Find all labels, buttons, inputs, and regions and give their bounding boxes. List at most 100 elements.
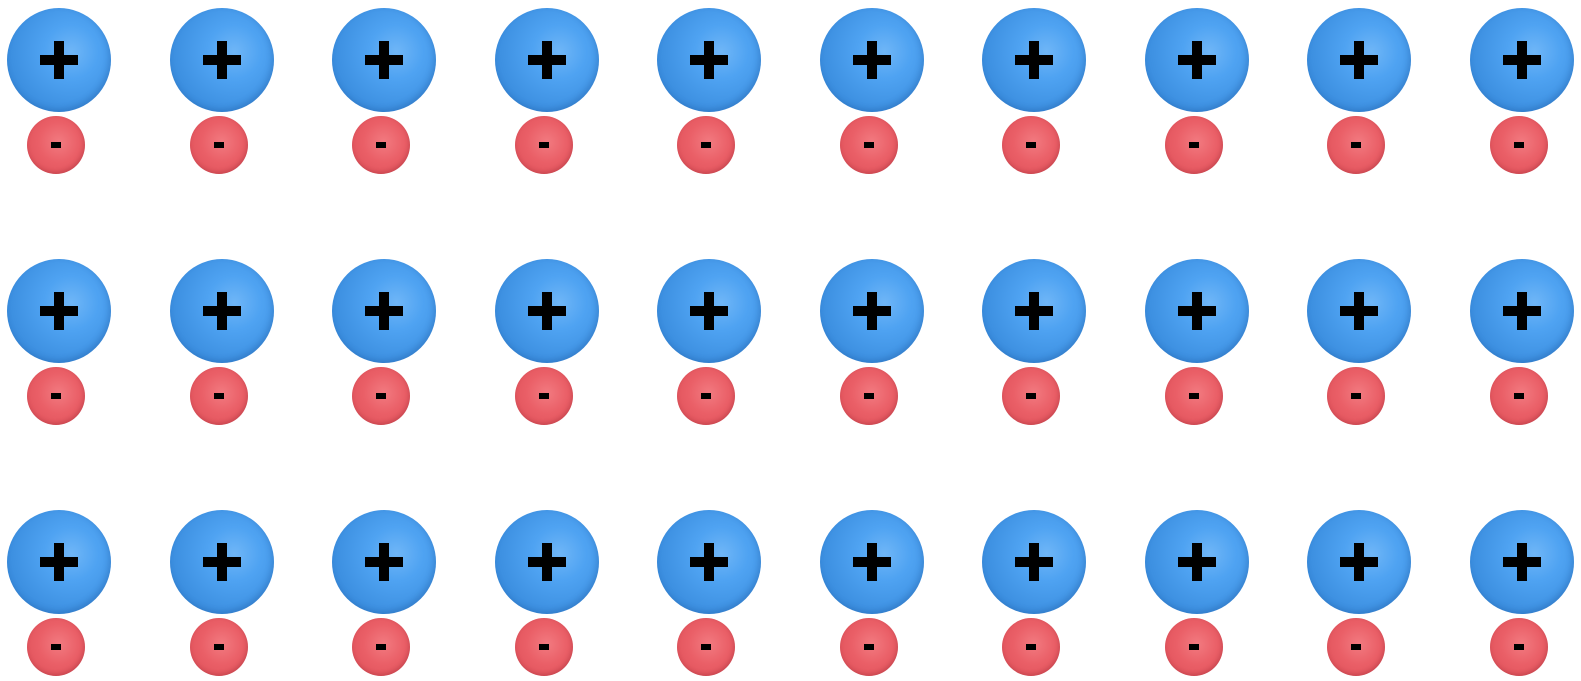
- negative-charge: [1490, 367, 1548, 425]
- charge-pair: [982, 8, 1092, 178]
- charge-pair: [170, 510, 280, 680]
- positive-charge: [1470, 510, 1574, 614]
- positive-charge: [170, 259, 274, 363]
- negative-charge: [190, 618, 248, 676]
- positive-charge-icon: [657, 8, 761, 112]
- positive-charge: [170, 510, 274, 614]
- negative-charge-icon: [515, 618, 573, 676]
- negative-charge-icon: [1165, 367, 1223, 425]
- negative-charge: [27, 367, 85, 425]
- negative-charge-icon: [1002, 116, 1060, 174]
- negative-charge-icon: [1327, 367, 1385, 425]
- charge-pair: [1145, 259, 1255, 429]
- charge-pair: [7, 510, 117, 680]
- negative-charge-icon: [352, 116, 410, 174]
- negative-charge: [515, 618, 573, 676]
- negative-charge-icon: [27, 618, 85, 676]
- positive-charge: [820, 8, 924, 112]
- negative-charge-icon: [1490, 367, 1548, 425]
- positive-charge-icon: [1307, 8, 1411, 112]
- positive-charge-icon: [495, 259, 599, 363]
- negative-charge: [515, 116, 573, 174]
- positive-charge-icon: [1470, 259, 1574, 363]
- negative-charge-icon: [1002, 367, 1060, 425]
- negative-charge: [1490, 116, 1548, 174]
- positive-charge-icon: [820, 8, 924, 112]
- negative-charge: [515, 367, 573, 425]
- positive-charge-icon: [657, 510, 761, 614]
- positive-charge: [657, 259, 761, 363]
- positive-charge: [982, 8, 1086, 112]
- positive-charge: [7, 510, 111, 614]
- positive-charge: [1145, 510, 1249, 614]
- negative-charge-icon: [1165, 116, 1223, 174]
- positive-charge: [1307, 8, 1411, 112]
- charge-pair: [820, 510, 930, 680]
- positive-charge-icon: [982, 259, 1086, 363]
- negative-charge-icon: [1490, 116, 1548, 174]
- charge-pair: [820, 8, 930, 178]
- positive-charge: [495, 259, 599, 363]
- negative-charge: [840, 116, 898, 174]
- positive-charge: [332, 8, 436, 112]
- charge-pair: [1145, 510, 1255, 680]
- positive-charge: [820, 510, 924, 614]
- charge-pair: [7, 8, 117, 178]
- positive-charge: [495, 8, 599, 112]
- positive-charge: [1145, 8, 1249, 112]
- positive-charge-icon: [170, 259, 274, 363]
- positive-charge: [657, 8, 761, 112]
- charge-pair: [1307, 8, 1417, 178]
- charge-pair: [820, 259, 930, 429]
- negative-charge: [840, 618, 898, 676]
- negative-charge: [190, 116, 248, 174]
- negative-charge: [677, 367, 735, 425]
- negative-charge: [190, 367, 248, 425]
- negative-charge-icon: [515, 116, 573, 174]
- charge-pair: [657, 510, 767, 680]
- negative-charge: [1165, 116, 1223, 174]
- charge-pair: [332, 510, 442, 680]
- positive-charge-icon: [982, 8, 1086, 112]
- negative-charge: [1165, 367, 1223, 425]
- positive-charge-icon: [1307, 259, 1411, 363]
- positive-charge: [982, 510, 1086, 614]
- positive-charge-icon: [1470, 8, 1574, 112]
- positive-charge-icon: [495, 510, 599, 614]
- negative-charge: [1002, 367, 1060, 425]
- positive-charge-icon: [657, 259, 761, 363]
- negative-charge: [27, 116, 85, 174]
- negative-charge-icon: [1327, 116, 1385, 174]
- negative-charge-icon: [840, 116, 898, 174]
- positive-charge: [982, 259, 1086, 363]
- positive-charge: [7, 8, 111, 112]
- negative-charge: [1327, 116, 1385, 174]
- positive-charge-icon: [1145, 8, 1249, 112]
- positive-charge-icon: [1307, 510, 1411, 614]
- positive-charge-icon: [1470, 510, 1574, 614]
- positive-charge: [1470, 259, 1574, 363]
- negative-charge-icon: [27, 116, 85, 174]
- negative-charge: [840, 367, 898, 425]
- charge-pair: [170, 259, 280, 429]
- negative-charge: [1327, 618, 1385, 676]
- charge-pair: [170, 8, 280, 178]
- negative-charge-icon: [677, 618, 735, 676]
- charge-pair: [7, 259, 117, 429]
- positive-charge-icon: [170, 510, 274, 614]
- negative-charge-icon: [27, 367, 85, 425]
- positive-charge-icon: [495, 8, 599, 112]
- negative-charge: [1327, 367, 1385, 425]
- charge-pair: [332, 8, 442, 178]
- charge-pair: [1307, 510, 1417, 680]
- positive-charge: [1145, 259, 1249, 363]
- charge-pair: [657, 8, 767, 178]
- charge-pair: [1470, 259, 1580, 429]
- positive-charge: [657, 510, 761, 614]
- negative-charge-icon: [1490, 618, 1548, 676]
- negative-charge-icon: [515, 367, 573, 425]
- negative-charge-icon: [840, 367, 898, 425]
- charge-pair: [495, 510, 605, 680]
- positive-charge: [170, 8, 274, 112]
- negative-charge: [1002, 618, 1060, 676]
